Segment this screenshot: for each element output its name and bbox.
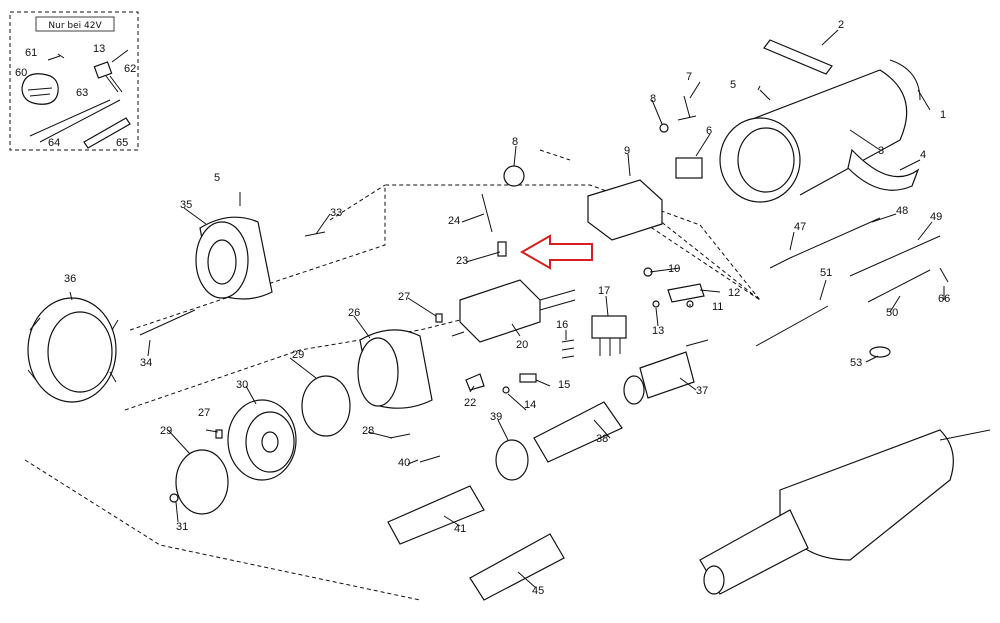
inset-title: Nur bei 42V bbox=[48, 21, 102, 31]
part-label-p49: 49 bbox=[930, 211, 942, 223]
part-label-p1: 1 bbox=[940, 109, 946, 121]
part-label-p23: 23 bbox=[456, 255, 468, 267]
part-label-p45: 45 bbox=[532, 585, 544, 597]
part-45-shape bbox=[469, 533, 565, 601]
part-label-p65: 65 bbox=[116, 137, 128, 149]
highlight-arrow bbox=[519, 234, 593, 270]
part-3-housing-shape bbox=[719, 69, 908, 203]
part-label-p29a: 29 bbox=[160, 425, 172, 437]
part-label-p2: 2 bbox=[838, 19, 844, 31]
part-38-shape bbox=[533, 401, 623, 463]
part-label-p66: 66 bbox=[938, 293, 950, 305]
part-label-p5a: 5 bbox=[730, 79, 736, 91]
part-label-p13a: 13 bbox=[652, 325, 664, 337]
part-label-p50: 50 bbox=[886, 307, 898, 319]
part-label-p37: 37 bbox=[696, 385, 708, 397]
part-label-p36: 36 bbox=[64, 273, 76, 285]
part-label-p61: 61 bbox=[25, 47, 37, 59]
part-label-p3: 3 bbox=[878, 145, 884, 157]
part-36-shape bbox=[27, 297, 119, 403]
part-35-shape bbox=[195, 216, 273, 300]
assembled-tool-shape bbox=[699, 429, 991, 595]
part-label-p11: 11 bbox=[712, 301, 723, 313]
part-label-p7: 7 bbox=[686, 71, 692, 83]
part-label-p28: 28 bbox=[362, 425, 374, 437]
part-29-lower-shape bbox=[175, 449, 229, 515]
part-label-p27a: 27 bbox=[398, 291, 410, 303]
part-label-p29b: 29 bbox=[292, 349, 304, 361]
part-label-p14: 14 bbox=[524, 399, 536, 411]
part-9-shape bbox=[587, 179, 663, 241]
part-label-p53: 53 bbox=[850, 357, 862, 369]
part-label-p48: 48 bbox=[896, 205, 908, 217]
part-label-p6: 6 bbox=[706, 125, 712, 137]
part-label-p15: 15 bbox=[558, 379, 570, 391]
part-label-p22: 22 bbox=[464, 397, 476, 409]
part-41-shape bbox=[387, 485, 485, 545]
part-label-p24: 24 bbox=[448, 215, 460, 227]
part-label-p31: 31 bbox=[176, 521, 188, 533]
part-label-p33: 33 bbox=[330, 207, 342, 219]
part-label-p27b: 27 bbox=[198, 407, 210, 419]
part-label-p10: 10 bbox=[668, 263, 680, 275]
part-label-p4: 4 bbox=[920, 149, 926, 161]
part-label-p60: 60 bbox=[15, 67, 27, 79]
part-label-p64: 64 bbox=[48, 137, 60, 149]
inset-42v: Nur bei 42V bbox=[9, 11, 139, 151]
part-label-p17: 17 bbox=[598, 285, 610, 297]
part-label-p34: 34 bbox=[140, 357, 152, 369]
part-label-p39: 39 bbox=[490, 411, 502, 423]
part-label-p35: 35 bbox=[180, 199, 192, 211]
part-label-p51: 51 bbox=[820, 267, 832, 279]
part-label-p20: 20 bbox=[516, 339, 528, 351]
part-label-p62: 62 bbox=[124, 63, 136, 75]
part-label-p13b: 13 bbox=[93, 43, 105, 55]
part-label-p30: 30 bbox=[236, 379, 248, 391]
part-label-p12: 12 bbox=[728, 287, 740, 299]
part-label-p40: 40 bbox=[398, 457, 410, 469]
part-label-p47: 47 bbox=[794, 221, 806, 233]
part-label-p16: 16 bbox=[556, 319, 568, 331]
part-37-shape bbox=[623, 339, 709, 405]
part-label-p38: 38 bbox=[596, 433, 608, 445]
part-label-p9: 9 bbox=[624, 145, 630, 157]
part-label-p5b: 5 bbox=[214, 172, 220, 184]
part-30-shape bbox=[227, 399, 297, 481]
part-label-p63: 63 bbox=[76, 87, 88, 99]
part-label-p41: 41 bbox=[454, 523, 466, 535]
part-26-shape bbox=[357, 329, 433, 409]
part-label-p8b: 8 bbox=[512, 136, 518, 148]
part-label-p26: 26 bbox=[348, 307, 360, 319]
part-20-motor-shape bbox=[451, 279, 576, 343]
part-label-p8a: 8 bbox=[650, 93, 656, 105]
part-29-upper-shape bbox=[301, 375, 351, 437]
